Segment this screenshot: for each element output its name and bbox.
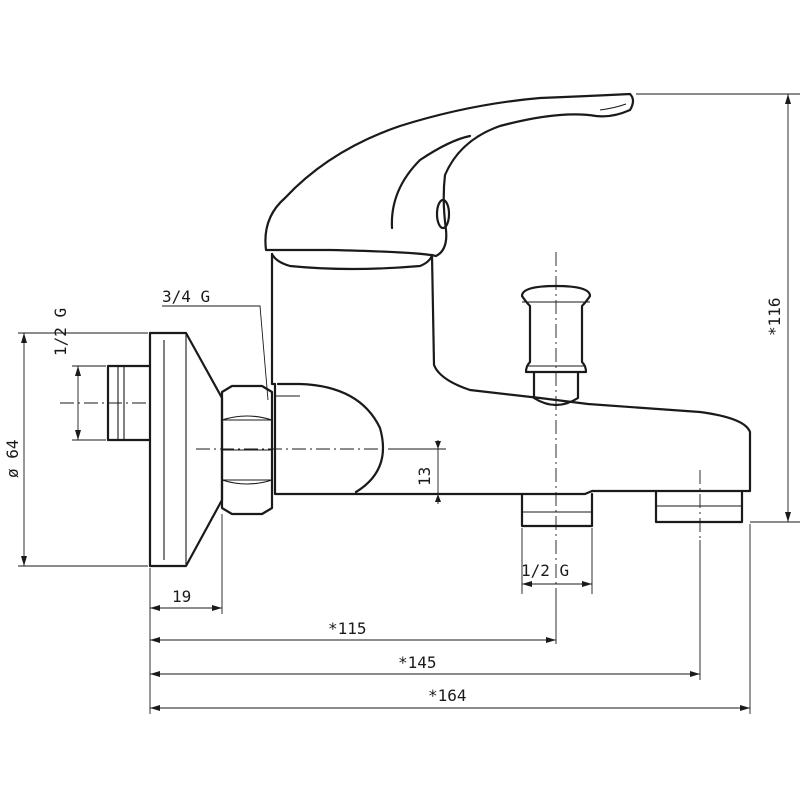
dimension-flange-diameter: ø 64 bbox=[3, 332, 148, 567]
hex-nut bbox=[220, 384, 274, 516]
dimension-length-spout: *145 bbox=[150, 653, 700, 677]
eccentric-connector bbox=[275, 382, 385, 494]
flange-diameter-label: ø 64 bbox=[3, 439, 22, 478]
length-to-outlet-label: *115 bbox=[328, 619, 367, 638]
wall-flange bbox=[148, 331, 224, 568]
faucet-body bbox=[270, 252, 752, 496]
height-label: *116 bbox=[765, 297, 784, 336]
dimension-height: *116 bbox=[636, 93, 800, 523]
connector-thread-label: 3/4 G bbox=[162, 287, 210, 306]
dimension-overall-length: *164 bbox=[150, 686, 750, 711]
dimension-inlet-thread: 1/2 G bbox=[51, 308, 106, 441]
shower-outlet bbox=[520, 492, 594, 528]
lever-handle bbox=[264, 92, 635, 258]
outlet-thread-label: 1/2 G bbox=[521, 561, 569, 580]
dimension-length-outlet: *115 bbox=[150, 619, 556, 643]
axis-offset-label: 13 bbox=[415, 467, 434, 486]
dimension-connector-thread: 3/4 G bbox=[162, 287, 269, 401]
inlet-thread-label: 1/2 G bbox=[51, 308, 70, 356]
dimension-outlet-thread: 1/2 G bbox=[521, 528, 593, 594]
spout-outlet bbox=[654, 489, 744, 524]
center-lines bbox=[60, 252, 701, 600]
length-to-spout-label: *145 bbox=[398, 653, 437, 672]
dimension-flange-depth: 19 bbox=[150, 587, 222, 611]
flange-depth-label: 19 bbox=[172, 587, 191, 606]
dimension-extensions bbox=[149, 514, 751, 714]
overall-length-label: *164 bbox=[428, 686, 467, 705]
dimension-axis-offset: 13 bbox=[400, 440, 446, 504]
